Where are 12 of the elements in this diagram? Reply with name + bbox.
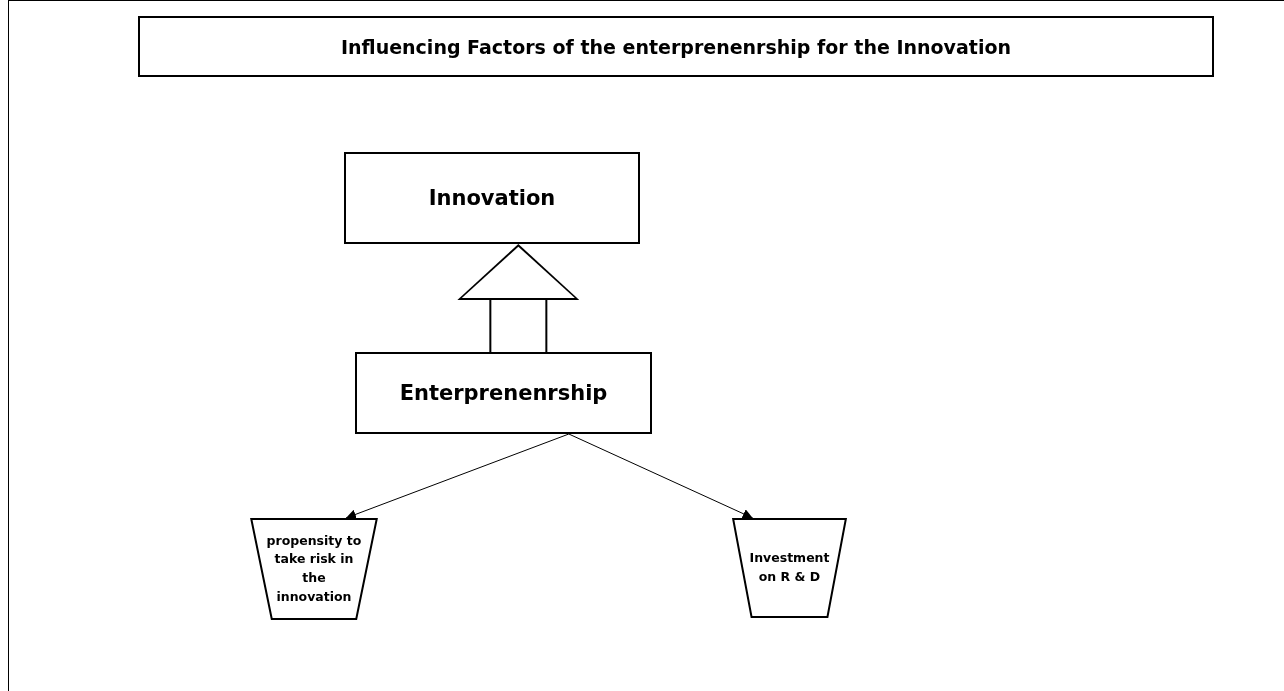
arrow xyxy=(568,433,754,519)
trapezoid-box xyxy=(732,518,847,618)
node-label: Enterprenenrship xyxy=(399,381,608,405)
block-arrow xyxy=(457,244,580,352)
process-box xyxy=(344,152,640,244)
trapezoid-box xyxy=(250,518,378,620)
process-box xyxy=(355,352,652,434)
node-label: Innovation xyxy=(428,186,556,210)
node-label: propensity to take risk in the innovation xyxy=(265,531,363,606)
node-label: Investment on R & D xyxy=(749,549,830,586)
arrow xyxy=(345,433,570,520)
title-box: Influencing Factors of the enterprenenrship for the Innovation xyxy=(138,16,1214,77)
